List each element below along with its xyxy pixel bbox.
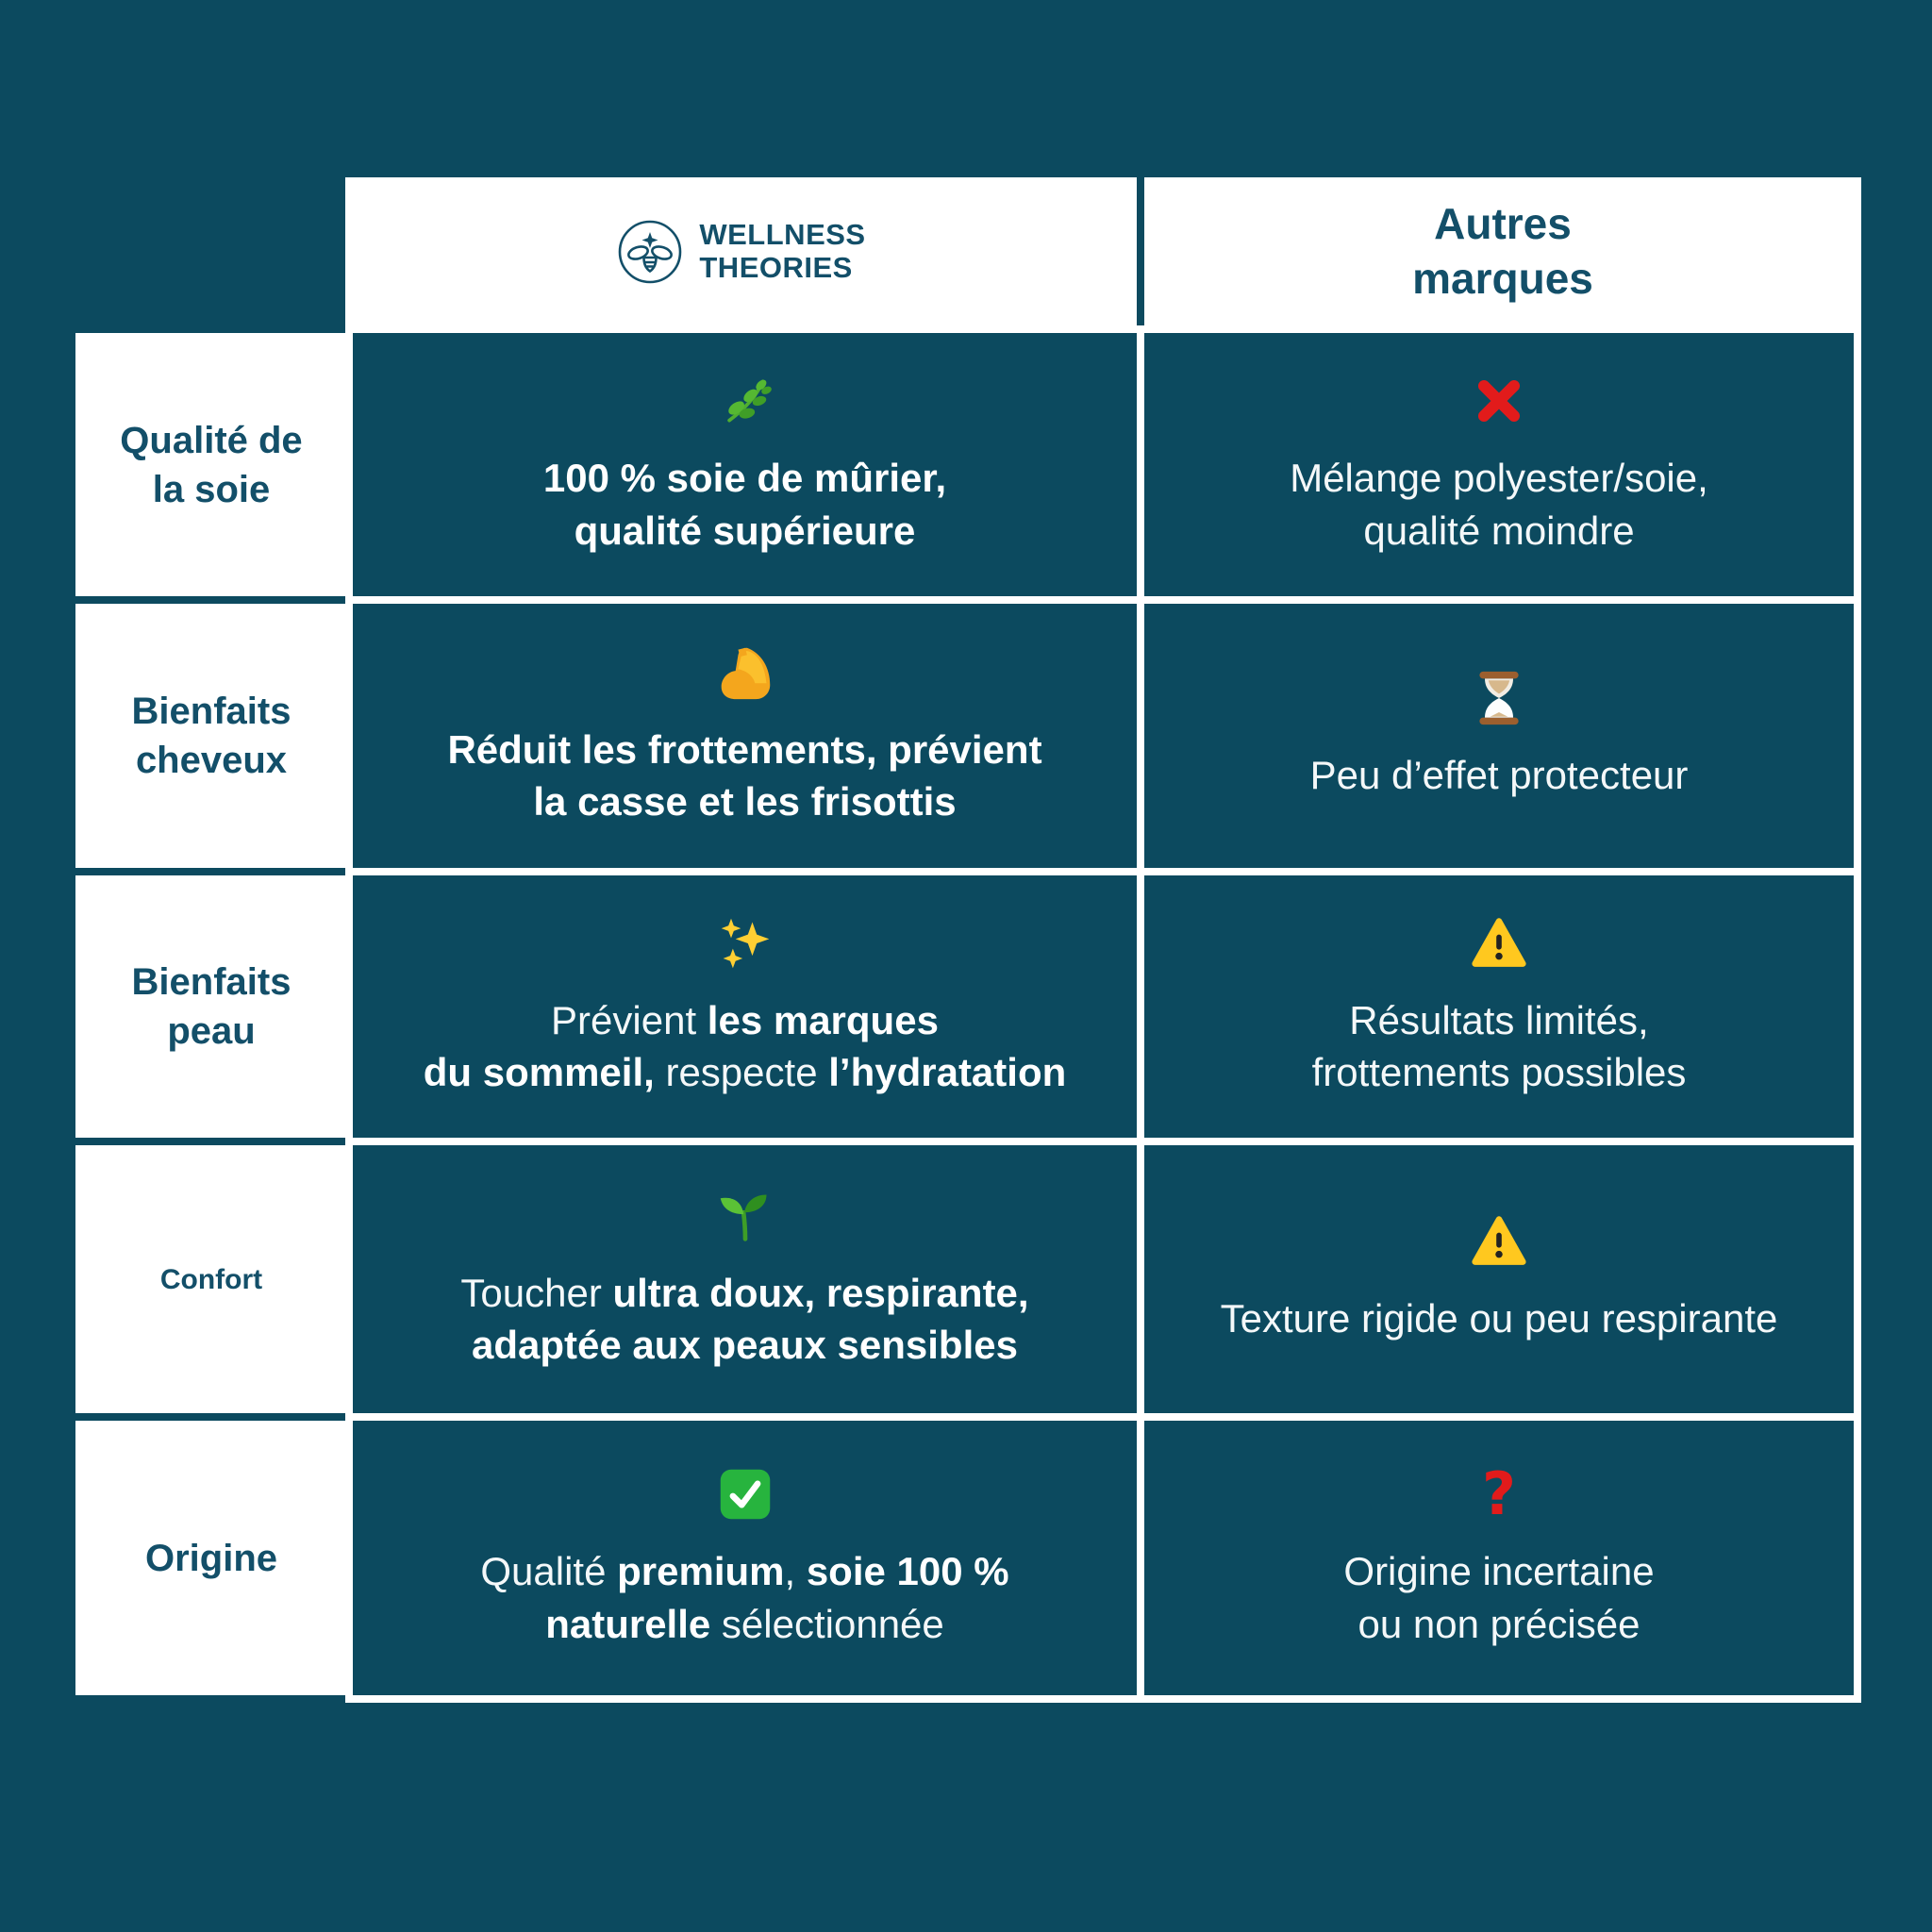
others-text-cheveux: Peu d’effet protecteur [1309,753,1689,798]
question-mark-icon: ? [1482,1459,1516,1529]
wellness-cell-origine: Qualité premium, soie 100 % naturelle sé… [353,1421,1137,1695]
header-cell-autres-marques: Autres marques [1144,177,1861,325]
wellness-cell-cheveux: Réduit les frottements, prévient la cass… [353,604,1137,868]
warning-icon [1471,1213,1527,1270]
others-cell-qualite: Mélange polyester/soie, qualité moindre [1144,333,1854,596]
check-mark-icon [717,1466,774,1523]
wellness-cell-peau: Prévient les marques du sommeil, respect… [353,875,1137,1138]
brand-name-line1: WELLNESS [699,217,866,251]
wellness-text-cheveux: Réduit les frottements, prévient la cass… [447,726,1042,824]
others-text-qualite: Mélange polyester/soie, qualité moindre [1290,456,1708,553]
others-text-confort: Texture rigide ou peu respirante [1220,1296,1778,1341]
sparkles-icon [717,915,774,972]
others-text-origine: Origine incertaine ou non précisée [1343,1549,1655,1646]
wellness-text-peau: Prévient les marques du sommeil, respect… [423,997,1067,1094]
others-cell-cheveux: Peu d’effet protecteur [1144,604,1854,868]
warning-icon [1471,915,1527,972]
wellness-text-qualite: 100 % soie de mûrier, qualité supérieure [542,456,947,553]
herb-icon [717,373,774,429]
others-header-title: Autres marques [1412,199,1593,303]
seedling-icon [717,1188,774,1244]
wellness-text-origine: Qualité premium, soie 100 % naturelle sé… [480,1549,1009,1646]
row-label-qualite-de-la-soie: Qualité de la soie [75,333,347,596]
hourglass-icon [1471,670,1527,726]
wellness-cell-confort: Toucher ultra doux, respirante, adaptée … [353,1145,1137,1413]
others-cell-peau: Résultats limités, frottements possibles [1144,875,1854,1138]
row-label-bienfaits-peau: Bienfaits peau [75,875,347,1138]
others-cell-origine: ? Origine incertaine ou non précisée [1144,1421,1854,1695]
row-label-origine: Origine [75,1421,347,1695]
others-cell-confort: Texture rigide ou peu respirante [1144,1145,1854,1413]
wellness-cell-qualite: 100 % soie de mûrier, qualité supérieure [353,333,1137,596]
row-label-bienfaits-cheveux: Bienfaits cheveux [75,604,347,868]
flexed-biceps-icon [717,644,774,701]
others-text-peau: Résultats limités, frottements possibles [1311,997,1687,1094]
cross-mark-icon [1471,373,1527,429]
wellness-text-confort: Toucher ultra doux, respirante, adaptée … [460,1270,1029,1367]
bee-logo-icon [616,218,684,286]
brand-name-line2: THEORIES [699,250,853,284]
row-label-confort: Confort [75,1145,347,1413]
